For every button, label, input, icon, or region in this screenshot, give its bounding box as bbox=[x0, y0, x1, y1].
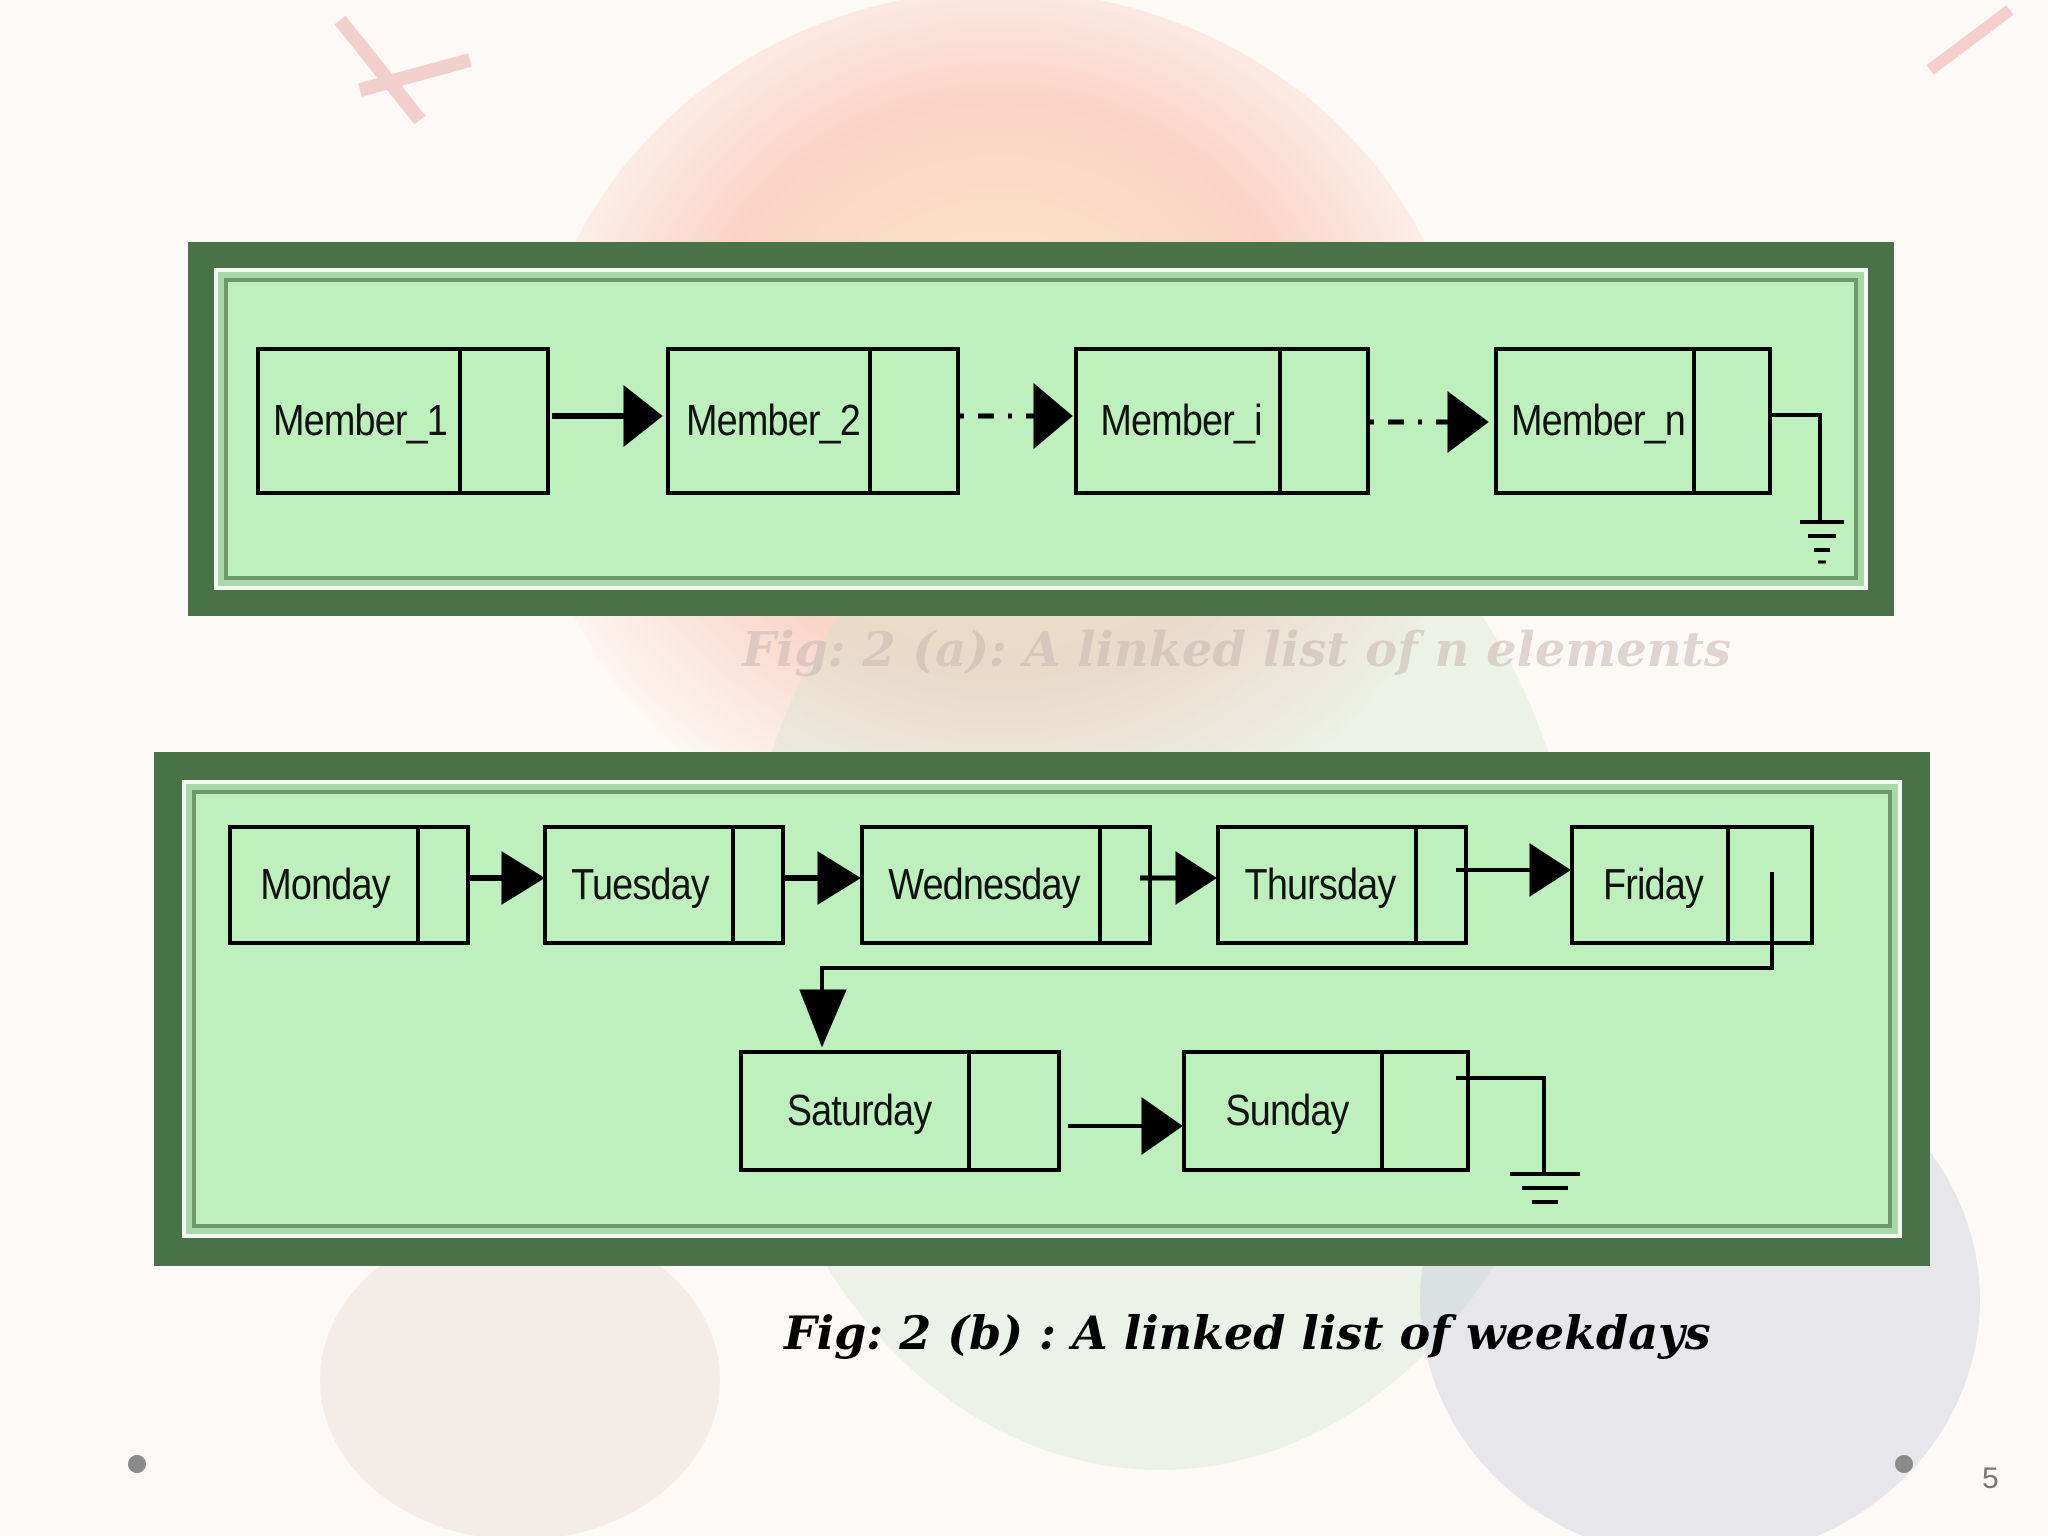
arrow-head bbox=[1175, 851, 1217, 905]
node-wednesday: Wednesday bbox=[860, 825, 1152, 945]
node-label: Member_1 bbox=[273, 396, 448, 445]
next-pointer-cell bbox=[1278, 351, 1366, 491]
wrap-link-line bbox=[820, 872, 1774, 1000]
next-pointer-cell bbox=[1098, 829, 1148, 941]
arrow-head bbox=[817, 851, 861, 905]
node-label: Member_2 bbox=[686, 396, 861, 445]
node-label: Sunday bbox=[1225, 1086, 1349, 1135]
node-member-i: Member_i bbox=[1074, 347, 1370, 495]
slide-bullet-right bbox=[1895, 1455, 1913, 1473]
arrow-head bbox=[1447, 391, 1489, 453]
next-pointer-cell bbox=[731, 829, 781, 941]
node-member-1: Member_1 bbox=[256, 347, 550, 495]
next-pointer-cell bbox=[1380, 1054, 1466, 1168]
arrow-head bbox=[1141, 1097, 1183, 1155]
arrow-head bbox=[501, 851, 545, 905]
node-tuesday: Tuesday bbox=[543, 825, 785, 945]
slide-bullet-left bbox=[128, 1455, 146, 1473]
node-label: Saturday bbox=[786, 1086, 932, 1135]
node-member-2: Member_2 bbox=[666, 347, 960, 495]
arrow-head bbox=[799, 989, 847, 1048]
next-pointer-cell bbox=[1726, 829, 1810, 941]
arrow-head bbox=[1529, 843, 1571, 897]
node-label: Tuesday bbox=[571, 860, 710, 909]
arrow-head bbox=[1033, 382, 1073, 450]
node-label: Thursday bbox=[1244, 860, 1397, 909]
next-pointer-cell bbox=[1692, 351, 1768, 491]
node-sunday: Sunday bbox=[1182, 1050, 1470, 1172]
page-number: 5 bbox=[1982, 1462, 1999, 1495]
node-thursday: Thursday bbox=[1216, 825, 1468, 945]
node-label: Friday bbox=[1603, 860, 1704, 909]
node-label: Member_i bbox=[1100, 396, 1262, 445]
null-pointer-line bbox=[1456, 1076, 1546, 1172]
figure-b-caption: Fig: 2 (b) : A linked list of weekdays bbox=[784, 1306, 1711, 1360]
arrow-head bbox=[623, 384, 663, 448]
node-label: Member_n bbox=[1511, 396, 1686, 445]
null-pointer-line bbox=[1768, 413, 1822, 520]
node-saturday: Saturday bbox=[739, 1050, 1061, 1172]
node-member-n: Member_n bbox=[1494, 347, 1772, 495]
next-pointer-cell bbox=[967, 1054, 1057, 1168]
next-pointer-cell bbox=[868, 351, 956, 491]
node-label: Monday bbox=[260, 860, 390, 909]
node-label: Wednesday bbox=[888, 860, 1080, 909]
node-monday: Monday bbox=[228, 825, 470, 945]
next-pointer-cell bbox=[416, 829, 466, 941]
next-pointer-cell bbox=[1414, 829, 1464, 941]
figure-a-caption: Fig: 2 (a): A linked list of n elements bbox=[742, 622, 1731, 678]
next-pointer-cell bbox=[458, 351, 546, 491]
